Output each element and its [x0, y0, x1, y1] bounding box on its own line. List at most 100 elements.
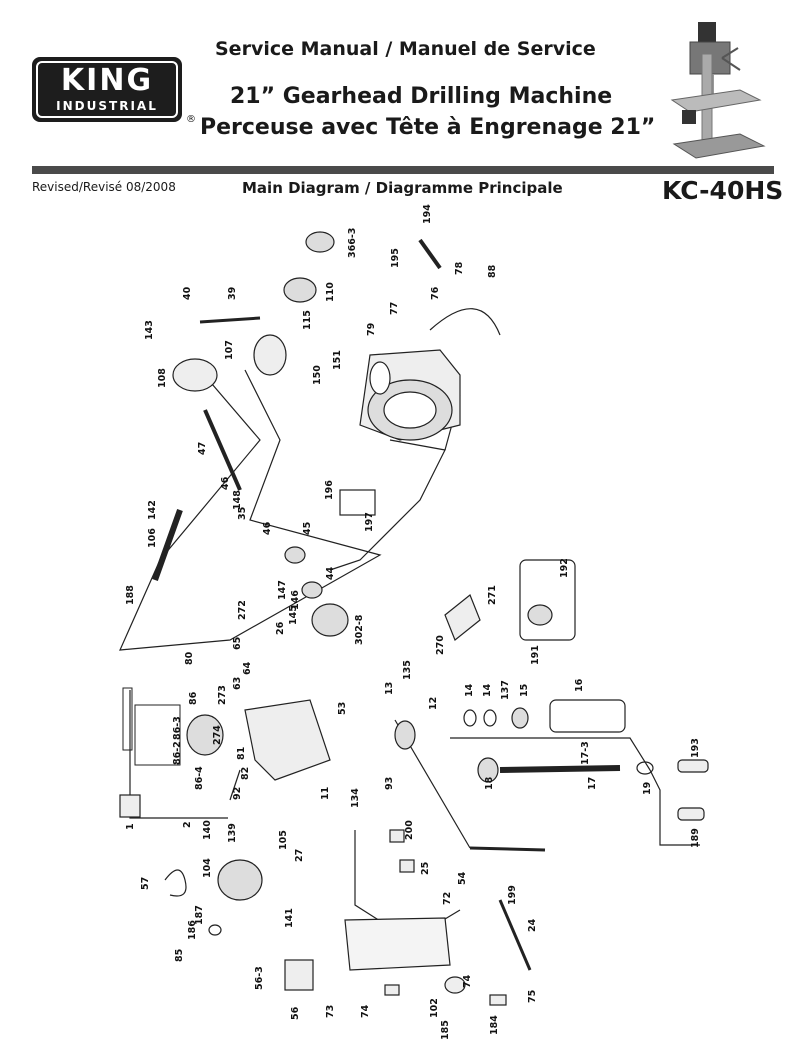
part-label: 106 — [147, 528, 158, 548]
part-label: 56-3 — [254, 966, 265, 990]
part-label: 196 — [324, 480, 335, 500]
part-label: 80 — [184, 651, 195, 665]
part-label: 56 — [290, 1006, 301, 1020]
part-label: 64 — [242, 661, 253, 675]
part-label: 273 — [217, 685, 228, 705]
part-label: 14 — [464, 683, 475, 697]
part-label: 302-8 — [354, 614, 365, 645]
part-label: 272 — [237, 600, 248, 620]
part-label: 45 — [302, 522, 313, 535]
model-number: KC-40HS — [662, 176, 784, 205]
part-label: 85 — [174, 949, 185, 962]
part-label: 92 — [232, 787, 243, 800]
part-label: 73 — [325, 1005, 336, 1018]
machine-title-en: 21” Gearhead Drilling Machine — [230, 84, 613, 109]
parts-art — [119, 231, 709, 1006]
part-label: 15 — [519, 684, 530, 697]
part-label: 270 — [435, 635, 446, 655]
part-label: 191 — [530, 645, 541, 665]
logo-king: KING — [60, 63, 154, 98]
part-label: 13 — [384, 682, 395, 695]
part-label: 107 — [224, 340, 235, 360]
part-label: 26 — [275, 621, 286, 635]
part-label: 86 — [188, 691, 199, 705]
switch-detail-box — [134, 704, 181, 766]
header-rule — [32, 166, 774, 174]
part-label: 24 — [527, 918, 538, 932]
part-label: 25 — [420, 862, 431, 875]
part-label: 102 — [429, 998, 440, 1018]
part-label: 192 — [559, 558, 570, 578]
part-label: 17 — [587, 777, 598, 790]
part-label: 93 — [384, 777, 395, 790]
part-label: 189 — [690, 828, 701, 848]
revised-date: Revised/Revisé 08/2008 — [32, 180, 176, 194]
part-label: 187 — [194, 905, 205, 925]
part-label: 108 — [157, 368, 168, 388]
part-label: 18 — [484, 776, 495, 790]
warning-label-box — [122, 687, 133, 751]
part-label: 35 — [237, 507, 248, 520]
part-label: 88 — [487, 264, 498, 278]
part-label: 27 — [294, 849, 305, 862]
part-label: 46 — [262, 521, 273, 535]
part-label: 134 — [350, 788, 361, 808]
part-label: 14 — [482, 683, 493, 697]
drill-press-photo — [670, 22, 766, 159]
machine-title-fr: Perceuse avec Tête à Engrenage 21” — [200, 115, 656, 140]
part-label: 185 — [440, 1020, 451, 1040]
registered-mark: ® — [186, 114, 196, 125]
part-label: 151 — [332, 350, 343, 370]
part-label: 200 — [404, 820, 415, 840]
part-labels: 194 366-3 195 78 88 40 39 110 76 77 115 … — [125, 204, 701, 1040]
part-label: 150 — [312, 365, 323, 385]
part-label: 199 — [507, 885, 518, 905]
part-label: 197 — [364, 512, 375, 532]
part-label: 72 — [442, 892, 453, 905]
part-label: 86-2 — [172, 741, 183, 765]
part-label: 188 — [125, 585, 136, 605]
part-label: 47 — [197, 442, 208, 455]
part-label: 271 — [487, 585, 498, 605]
part-label: 140 — [202, 820, 213, 840]
part-label: 184 — [489, 1015, 500, 1035]
part-label: 143 — [144, 320, 155, 340]
logo-industrial: INDUSTRIAL — [56, 99, 158, 113]
part-label: 39 — [227, 287, 238, 300]
logo-border — [36, 61, 178, 118]
part-label: 104 — [202, 858, 213, 878]
part-label: 86-3 — [172, 716, 183, 740]
part-label: 17-3 — [580, 741, 591, 765]
part-label: 115 — [302, 310, 313, 330]
part-label: 105 — [278, 830, 289, 850]
part-label: 195 — [390, 248, 401, 268]
part-label: 137 — [500, 680, 511, 700]
part-label: 77 — [389, 302, 400, 315]
part-label: 44 — [325, 566, 336, 580]
part-label: 110 — [325, 282, 336, 302]
part-label: 40 — [182, 286, 193, 300]
part-label: 135 — [402, 660, 413, 680]
part-label: 53 — [337, 702, 348, 715]
part-label: 1 — [125, 823, 136, 830]
diagram-title: Main Diagram / Diagramme Principale — [242, 179, 563, 197]
part-label: 142 — [147, 500, 158, 520]
part-label: 63 — [232, 677, 243, 690]
part-label: 74 — [360, 1004, 371, 1018]
part-label: 57 — [140, 877, 151, 890]
part-label: 146 — [290, 590, 301, 610]
part-label: 82 — [240, 767, 251, 780]
part-label: 79 — [366, 323, 377, 336]
part-label: 65 — [232, 637, 243, 650]
part-label: 16 — [574, 678, 585, 692]
part-label: 46 — [220, 476, 231, 490]
part-label: 147 — [277, 580, 288, 600]
part-label: 11 — [320, 787, 331, 800]
part-label: 145 — [288, 605, 299, 625]
part-label: 148 — [232, 490, 243, 510]
part-label: 19 — [642, 782, 653, 795]
part-label: 274 — [212, 725, 223, 745]
king-industrial-logo: KING INDUSTRIAL — [32, 57, 182, 122]
part-label: 86-4 — [194, 766, 205, 790]
